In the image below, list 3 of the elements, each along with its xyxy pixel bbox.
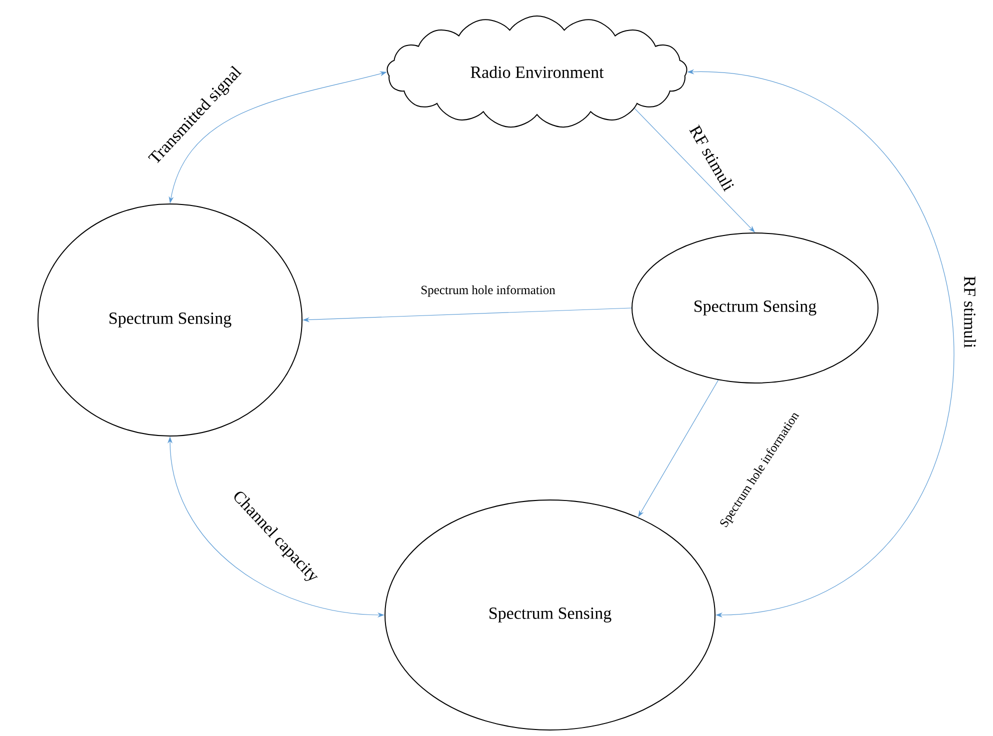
edge-label: RF stimuli	[963, 274, 977, 350]
edge-label: Spectrum hole information	[420, 284, 556, 298]
arrow	[634, 108, 755, 232]
